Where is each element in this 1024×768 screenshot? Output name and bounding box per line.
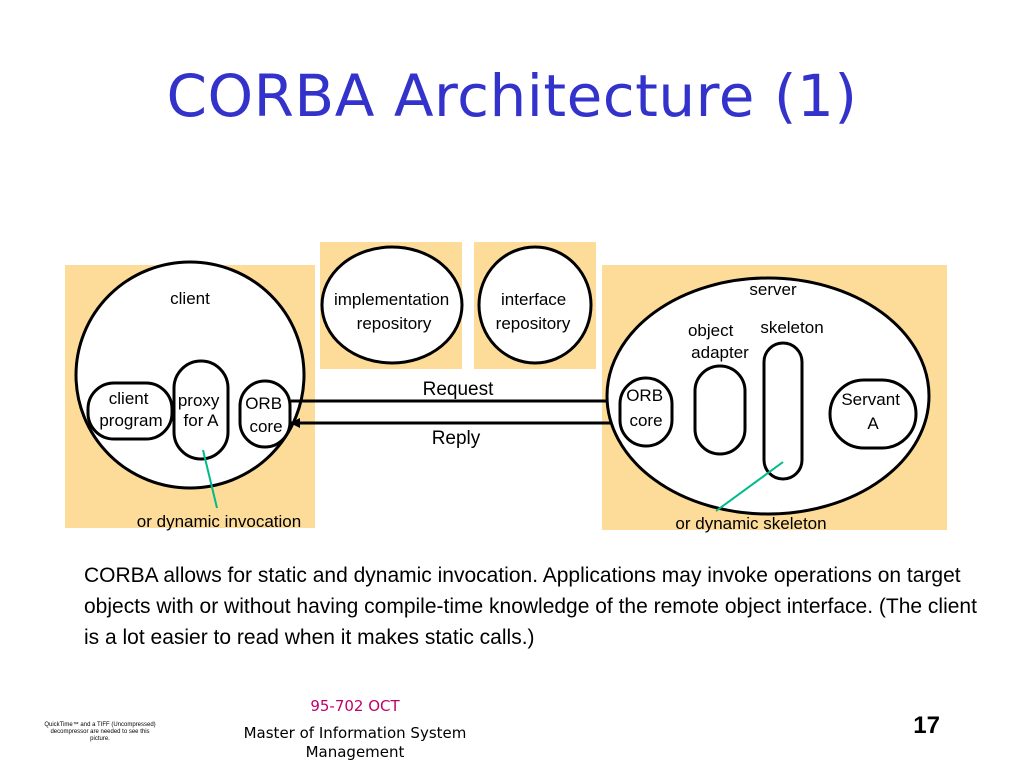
object-adapter-line-2: adapter: [691, 343, 749, 362]
client-label: client: [170, 289, 210, 308]
dynamic-invocation-pointer: [202, 449, 218, 509]
proxy-label: proxy for A: [178, 391, 224, 430]
client-program-label: client program: [99, 389, 162, 430]
client-program-line-2: program: [99, 411, 162, 430]
proxy-line-2: for A: [184, 411, 220, 430]
interface-line-2: repository: [496, 314, 571, 333]
servant-label: Servant A: [841, 390, 904, 433]
server-label: server: [749, 280, 797, 299]
client-orb-core-label: ORB core: [245, 394, 287, 436]
skeleton-label: skeleton: [760, 318, 823, 337]
implementation-repository-ellipse: [320, 245, 464, 365]
program-name: Master of Information System Management: [243, 724, 467, 761]
dynamic-invocation-label: or dynamic invocation: [137, 512, 301, 531]
client-orb-line-2: core: [249, 417, 282, 436]
slide-title: CORBA Architecture (1): [166, 62, 858, 130]
interface-repository-ellipse: [477, 245, 593, 365]
proxy-box: [172, 359, 230, 461]
course-code: 95-702 OCT: [310, 697, 400, 715]
interface-line-1: interface: [501, 290, 566, 309]
implementation-line-2: repository: [357, 314, 432, 333]
dynamic-skeleton-pointer: [715, 461, 784, 512]
server-orb-core-label: ORB core: [626, 386, 668, 430]
skeleton-box: [762, 341, 804, 481]
object-adapter-line-1: object: [688, 321, 734, 340]
server-orb-line-1: ORB: [626, 386, 663, 405]
page-number: 17: [913, 712, 940, 739]
client-orb-core-box: [238, 379, 292, 449]
servant-line-2: A: [867, 414, 879, 433]
object-adapter-box: [693, 364, 747, 456]
object-adapter-label: object adapter: [688, 321, 749, 362]
reply-label: Reply: [432, 428, 481, 449]
implementation-line-1: implementation: [334, 290, 449, 309]
server-orb-line-2: core: [629, 411, 662, 430]
server-orb-core-box: [618, 376, 674, 448]
proxy-line-1: proxy: [178, 391, 220, 410]
client-program-box: [86, 381, 174, 441]
dynamic-skeleton-label: or dynamic skeleton: [675, 514, 826, 533]
request-label: Request: [423, 379, 494, 400]
client-program-line-1: client: [109, 389, 149, 408]
quicktime-placeholder-note: QuickTime™ and a TIFF (Uncompressed) dec…: [44, 722, 156, 742]
servant-box: [828, 378, 918, 450]
client-orb-line-1: ORB: [245, 394, 282, 413]
body-paragraph: CORBA allows for static and dynamic invo…: [84, 564, 977, 649]
servant-line-1: Servant: [841, 390, 900, 409]
implementation-repository-label: implementation repository: [334, 290, 454, 333]
interface-repository-label: interface repository: [496, 290, 571, 333]
